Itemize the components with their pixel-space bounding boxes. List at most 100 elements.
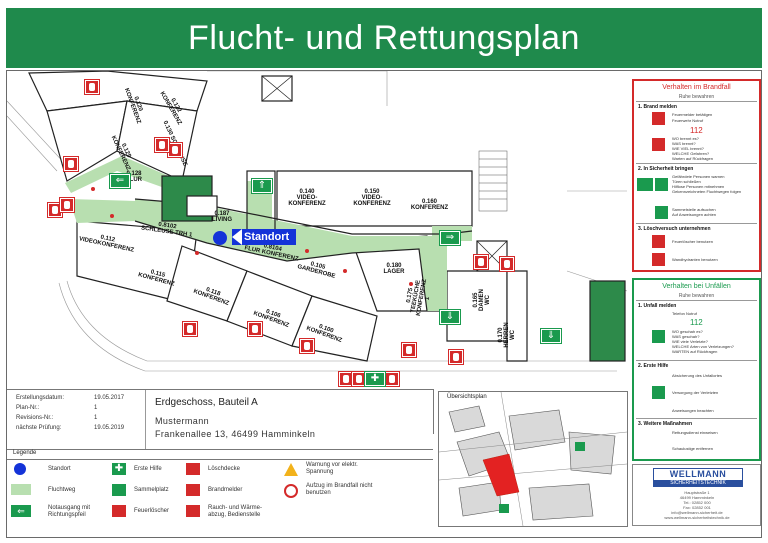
- plan-title-heading: Flucht- und Rettungsplan: [188, 18, 580, 57]
- first-aid-icon: ✚: [365, 372, 385, 386]
- fire-alarm-icon: [248, 322, 262, 336]
- emergency-exit-arrow-icon: ⇓: [440, 310, 460, 324]
- plan-frame: [6, 70, 762, 538]
- accident-step-2-line: Anweisungen beachten: [672, 408, 714, 413]
- electric-warning-icon: [284, 463, 298, 476]
- first-aid-icon: ✚: [112, 463, 126, 475]
- first-aid-icon: [652, 386, 665, 399]
- emergency-exit-arrow-icon: ⇒: [440, 231, 460, 245]
- fire-extinguisher-icon: [652, 235, 665, 248]
- no-elevator-icon: [500, 257, 514, 271]
- fire-question: WELCHE Gefahren?: [672, 151, 710, 156]
- accident-panel-subtitle: Ruhe bewahren: [678, 293, 715, 299]
- info-value: 19.05.2017: [94, 395, 125, 401]
- accident-instructions-panel: Verhalten bei Unfällen Ruhe bewahren 1. …: [632, 278, 761, 461]
- standort-pointer: [232, 229, 242, 245]
- info-key: Revisions-Nr.:: [16, 415, 54, 421]
- fire-step-3: 3. Löschversuch unternehmen: [638, 226, 711, 232]
- fire-extinguisher-icon: [402, 343, 416, 357]
- fire-extinguisher-icon: [300, 339, 314, 353]
- company-address-line: Fax: 02852 001: [683, 505, 711, 510]
- accident-step-3-line: Schaulustige entfernen: [672, 446, 713, 451]
- legend-label: Sammelplatz: [134, 487, 169, 493]
- fire-alarm-icon: [449, 350, 463, 364]
- assembly-point-icon: [655, 206, 668, 219]
- fire-alarm-icon: [385, 372, 399, 386]
- divider: [636, 418, 757, 419]
- fire-extinguisher-icon: [60, 198, 74, 212]
- fire-blanket-icon: [186, 463, 200, 475]
- emergency-exit-arrow-icon: ⇓: [541, 329, 561, 343]
- fire-step-2-line: Hilflose Personen mitnehmen: [672, 184, 725, 189]
- fire-extinguisher-icon: [85, 80, 99, 94]
- fire-blanket-icon: [339, 372, 353, 386]
- accident-step-3-line: Rettungsdienst einweisen: [672, 430, 718, 435]
- accident-panel-title: Verhalten bei Unfällen: [662, 283, 731, 290]
- fire-panel-subtitle: Ruhe bewahren: [678, 94, 715, 100]
- fire-extinguisher-icon: [64, 157, 78, 171]
- legend-label: Aufzug im Brandfall nicht benutzen: [306, 483, 373, 496]
- fire-hose-icon: [652, 253, 665, 266]
- emergency-exit-arrow-icon: [655, 178, 668, 191]
- fire-alarm-icon: [186, 484, 200, 496]
- room-label-r22: 0.170 HERREN WC: [498, 322, 516, 348]
- info-value: 1: [94, 415, 98, 421]
- site-overview-plan: Übersichtsplan: [438, 391, 628, 527]
- legend-label: Rauch- und Wärme- abzug, Bedienstelle: [208, 505, 263, 518]
- accident-question: WARTEN auf Rückfragen: [672, 349, 718, 354]
- company-address-line: info@wellmann-sicherheit.de: [671, 510, 723, 515]
- assembly-point-icon: [112, 484, 126, 496]
- fire-step-3-line: Feuerlöscher benutzen: [672, 239, 713, 244]
- phone-icon: [652, 138, 665, 151]
- divider: [636, 223, 757, 224]
- fire-question: WO brennt es?: [672, 136, 699, 141]
- emergency-number: 112: [690, 318, 703, 327]
- smoke-vent-icon: [186, 505, 200, 517]
- company-address-line: Tel.: 02852 000: [683, 500, 711, 505]
- company-address-line: www.wellmann-sicherheitstechnik.de: [664, 515, 730, 520]
- company-logo-block: WELLMANN SICHERHEITSTECHNIK Hauptstraße …: [632, 464, 761, 526]
- fire-step-1: 1. Brand melden: [638, 104, 677, 110]
- standort-dot: [14, 463, 26, 475]
- legend-label: Warnung vor elektr. Spannung: [306, 462, 358, 475]
- legend-label: Notausgang mit Richtungspfeil: [48, 505, 91, 518]
- fire-step-2-line: Gekennzeichneten Fluchtwegen folgen: [672, 189, 742, 194]
- divider: [636, 300, 757, 301]
- legend-label: Erste Hilfe: [134, 466, 162, 472]
- fire-step-1-line: Feuerwehr Notruf: [672, 118, 704, 123]
- fire-step-2-line: Türen schließen: [672, 179, 701, 184]
- divider: [636, 101, 757, 102]
- fire-extinguisher-icon: [168, 143, 182, 157]
- fire-step-2-line: Auf Anweisungen achten: [672, 212, 717, 217]
- fire-step-1-line: Feuermelder betätigen: [672, 112, 713, 117]
- site-plan-drawing: [439, 392, 627, 526]
- floor-plan-map: 0.120 KONFERENZ 0.122 KONFERENZ 0.129 KO…: [7, 71, 627, 389]
- fire-step-2: 2. In Sicherheit bringen: [638, 166, 694, 172]
- accident-question: WAS geschah?: [672, 334, 700, 339]
- plan-info-block: [7, 389, 434, 434]
- client-address: Frankenallee 13, 46499 Hamminkeln: [155, 429, 316, 439]
- emergency-exit-arrow-icon: [637, 178, 653, 191]
- fire-question: Warten auf Rückfragen: [672, 156, 713, 161]
- accident-step-1: 1. Unfall melden: [638, 303, 677, 309]
- emergency-exit-arrow-icon: ⇑: [252, 179, 272, 193]
- accident-step-2-line: Absicherung des Unfallortes: [672, 373, 723, 378]
- company-tagline: SICHERHEITSTECHNIK: [653, 480, 743, 487]
- legend-label: Fluchtweg: [48, 487, 76, 493]
- accident-step-2: 2. Erste Hilfe: [638, 363, 669, 369]
- legend-title: Legende: [13, 450, 37, 456]
- accident-question: WELCHE Arten von Verletzungen?: [672, 344, 734, 349]
- accident-question: WO geschah es?: [672, 329, 703, 334]
- legend-label: Brandmelder: [208, 487, 243, 493]
- divider: [636, 360, 757, 361]
- fire-step-3-line: Wandhydranten benutzen: [672, 257, 718, 262]
- fire-alarm-icon: [352, 372, 366, 386]
- info-value: 19.05.2019: [94, 425, 125, 431]
- fire-step-2-line: Sammelstelle aufsuchen: [672, 207, 716, 212]
- company-address-line: Hauptstraße 1: [684, 490, 710, 495]
